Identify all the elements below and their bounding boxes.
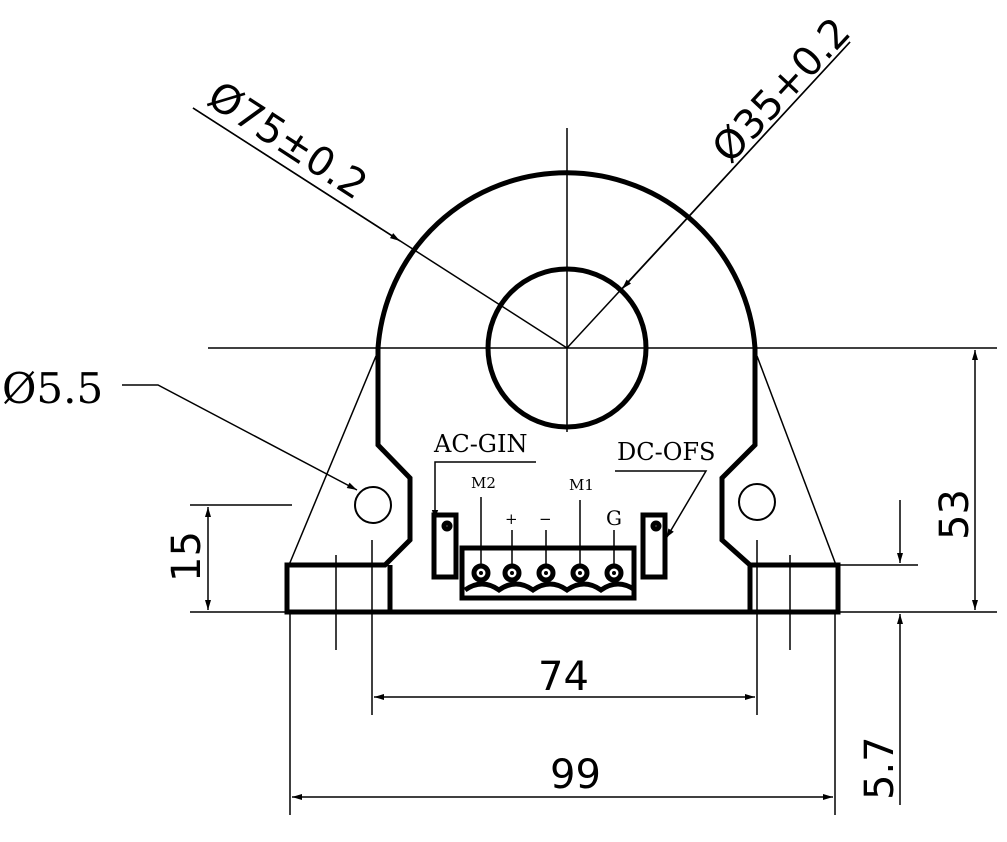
pin-label-plus: + bbox=[505, 510, 518, 528]
connector-wave bbox=[463, 581, 637, 594]
dimension-74-label: 74 bbox=[538, 654, 589, 700]
dc-ofs-leader bbox=[615, 470, 708, 538]
dimension-99-label: 99 bbox=[550, 752, 601, 798]
pin-label-g: G bbox=[606, 506, 622, 530]
dimension-5-7-label: 5.7 bbox=[857, 736, 903, 800]
left-flange bbox=[284, 565, 393, 612]
ac-gin-leader bbox=[431, 461, 536, 518]
inner-aperture bbox=[485, 266, 649, 430]
pin-label-m1: M1 bbox=[569, 476, 594, 494]
right-mounting-hole bbox=[738, 483, 776, 521]
dc-ofs-label: DC-OFS bbox=[617, 438, 715, 466]
dimension-15-label: 15 bbox=[164, 531, 210, 582]
left-tangent bbox=[288, 355, 377, 566]
pin-label-m2: M2 bbox=[471, 474, 496, 492]
left-mounting-hole bbox=[354, 486, 392, 524]
outer-diameter-label: Ø75±0.2 bbox=[200, 73, 376, 209]
hole-diameter-leader bbox=[122, 384, 358, 491]
inner-diameter-label: Ø35+0.2 bbox=[704, 9, 860, 172]
dc-ofs-terminal bbox=[640, 512, 668, 580]
pin-label-minus: − bbox=[539, 510, 552, 528]
sensor-body-outline bbox=[284, 170, 841, 615]
right-tangent bbox=[756, 355, 837, 566]
ac-gin-terminal bbox=[431, 512, 459, 580]
connector-housing bbox=[459, 545, 637, 601]
dimension-53-label: 53 bbox=[932, 489, 978, 540]
ac-gin-label: AC-GIN bbox=[433, 430, 527, 458]
connector-pins bbox=[471, 497, 624, 583]
hole-diameter-label: Ø5.5 bbox=[2, 364, 103, 413]
